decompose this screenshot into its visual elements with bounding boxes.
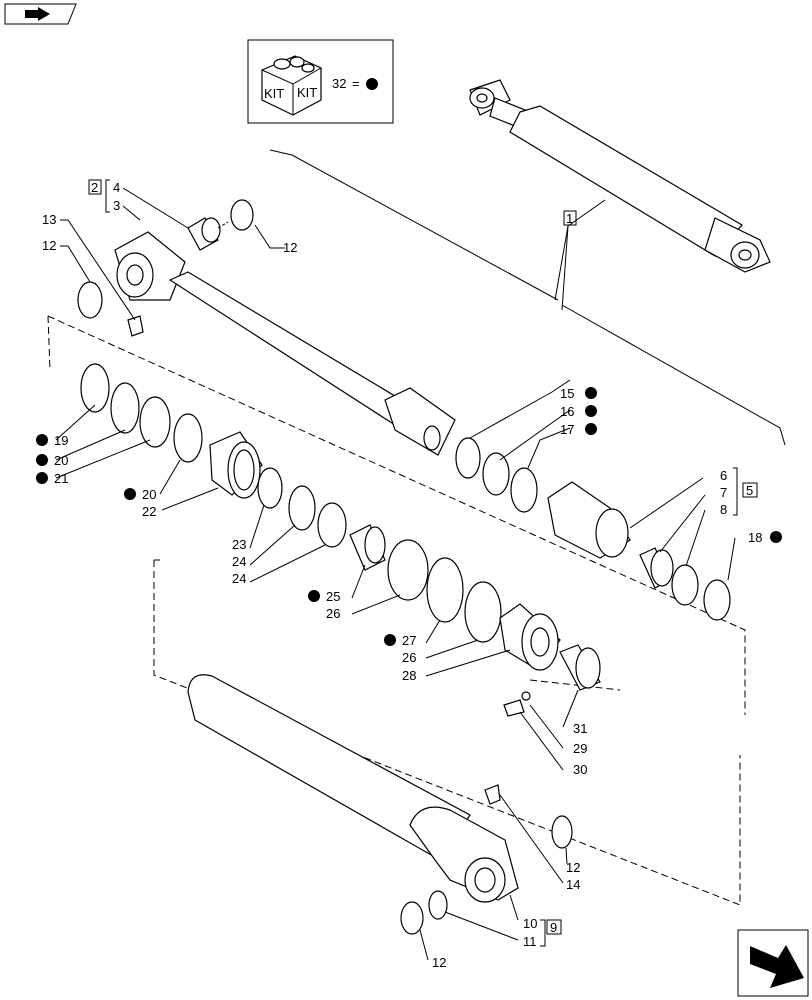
group-label-5: 5	[746, 483, 753, 498]
label-24-b: 24	[232, 571, 246, 586]
label-12-a: 12	[42, 238, 56, 253]
label-16: 16	[560, 404, 574, 419]
book-nav-icon-bottom[interactable]	[737, 929, 809, 997]
label-12-c: 12	[566, 860, 580, 875]
assembled-cylinder	[469, 79, 771, 273]
bushing-4	[187, 217, 221, 251]
kit-dot-icon	[366, 78, 378, 90]
label-20-b: 20	[142, 487, 156, 502]
label-25: 25	[326, 589, 340, 604]
label-8: 8	[720, 502, 727, 517]
label-29: 29	[573, 741, 587, 756]
seal-12-left	[77, 281, 103, 319]
label-30: 30	[573, 762, 587, 777]
label-14: 14	[566, 877, 580, 892]
label-4: 4	[113, 180, 120, 195]
label-15: 15	[560, 386, 574, 401]
cylinder-barrel	[187, 674, 519, 903]
seal-12-top	[230, 199, 254, 231]
label-27: 27	[402, 633, 416, 648]
label-22: 22	[142, 504, 156, 519]
label-6: 6	[720, 468, 727, 483]
label-19: 19	[54, 433, 68, 448]
cylinder-head-6	[547, 481, 631, 559]
group-label-2: 2	[91, 180, 98, 195]
label-26-b: 26	[402, 650, 416, 665]
kit-text-right: KIT	[297, 85, 317, 100]
kit-ref-number: 32	[332, 76, 346, 91]
label-18: 18	[748, 530, 762, 545]
label-7: 7	[720, 485, 727, 500]
grease-fitting	[127, 315, 144, 337]
label-17: 17	[560, 422, 574, 437]
label-12-b: 12	[283, 240, 297, 255]
label-28: 28	[402, 668, 416, 683]
label-10: 10	[523, 916, 537, 931]
kit-text-left: KIT	[264, 86, 284, 101]
book-nav-icon[interactable]	[4, 3, 77, 25]
label-12-d: 12	[432, 955, 446, 970]
label-24-a: 24	[232, 554, 246, 569]
group-label-1: 1	[566, 211, 573, 226]
piston-28	[499, 603, 561, 671]
label-21: 21	[54, 471, 68, 486]
piston-rod	[114, 231, 456, 456]
label-31: 31	[573, 721, 587, 736]
gland-22	[209, 431, 263, 499]
label-3: 3	[113, 198, 120, 213]
seal-rings-left	[80, 363, 203, 463]
kit-box: KIT KIT 32 =	[247, 39, 394, 124]
kit-equals-sign: =	[352, 76, 360, 91]
label-26-a: 26	[326, 606, 340, 621]
label-20-a: 20	[54, 453, 68, 468]
label-23: 23	[232, 537, 246, 552]
label-11: 11	[523, 934, 537, 949]
group-label-9: 9	[550, 920, 557, 935]
grease-fitting-14	[484, 784, 501, 805]
label-13: 13	[42, 212, 56, 227]
